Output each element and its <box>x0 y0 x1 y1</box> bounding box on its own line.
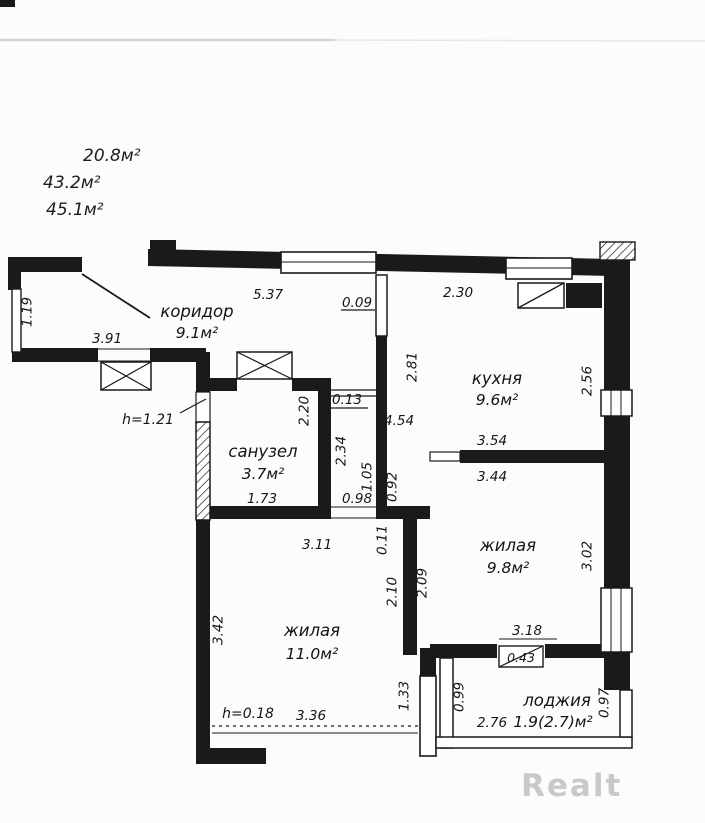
room-living-left-name: жилая <box>283 621 340 640</box>
wall-segment <box>378 506 430 519</box>
wall-bathroom-top <box>210 378 237 391</box>
dim-0-13: 0.13 <box>332 392 362 408</box>
wall-notch <box>150 240 176 251</box>
dim-2-81: 2.81 <box>405 352 421 382</box>
wall-bottom-left <box>196 748 266 764</box>
note-h-0-18: h=0.18 <box>222 706 274 722</box>
wall-thin <box>375 274 388 337</box>
dim-2-56: 2.56 <box>580 366 596 396</box>
dim-1-33: 1.33 <box>397 681 413 711</box>
note-h-1-21: h=1.21 <box>122 412 174 428</box>
dim-1-05: 1.05 <box>360 462 376 492</box>
detail-lines <box>81 261 622 734</box>
dim-0-09: 0.09 <box>342 295 372 311</box>
entry-door-swing <box>81 273 151 319</box>
dim-1-73: 1.73 <box>247 491 277 507</box>
dim-3-11: 3.11 <box>302 537 332 553</box>
room-loggia-area: 1.9(2.7)м² <box>513 713 592 731</box>
dim-2-76: 2.76 <box>477 715 507 731</box>
dim-3-91: 3.91 <box>92 331 122 347</box>
wall-segment <box>150 348 206 362</box>
wall-column <box>420 648 436 676</box>
room-kitchen-name: кухня <box>472 369 522 388</box>
dim-1-19: 1.19 <box>20 297 36 327</box>
dim-2-30: 2.30 <box>443 285 473 301</box>
room-bathroom-name: санузел <box>228 442 298 461</box>
wall-room-divider <box>403 519 417 655</box>
wall-segment <box>12 348 98 362</box>
dim-0-99: 0.99 <box>452 682 468 712</box>
door-cross <box>236 351 293 380</box>
room-living-right-area: 9.8м² <box>487 559 530 577</box>
dim-3-44: 3.44 <box>477 469 507 485</box>
wall-loggia-top <box>430 644 497 658</box>
window-right-1 <box>600 389 633 417</box>
dim-4-54: 4.54 <box>384 413 414 429</box>
room-bathroom-area: 3.7м² <box>242 465 285 483</box>
wall-left-interior <box>196 352 210 392</box>
hatched-block <box>599 241 636 261</box>
wall-loggia-top <box>545 644 604 658</box>
leader-line <box>179 398 207 414</box>
scan-streak <box>334 39 705 42</box>
loggia-right-wall <box>619 689 633 738</box>
room-living-right-name: жилая <box>479 536 536 555</box>
scan-artifacts <box>0 0 705 42</box>
wall-opening <box>195 391 211 423</box>
scan-mark <box>0 0 15 7</box>
window-right-2 <box>600 587 633 653</box>
dim-3-42: 3.42 <box>211 615 227 645</box>
room-corridor-name: коридор <box>160 302 233 321</box>
duct-diagonal <box>517 282 565 309</box>
dim-2-34: 2.34 <box>334 436 350 466</box>
wall-bathroom-right <box>318 378 331 519</box>
wall-top-exterior <box>148 249 612 276</box>
dim-0-98: 0.98 <box>342 491 372 507</box>
dim-5-37: 5.37 <box>253 287 283 303</box>
room-labels: коридор 9.1м² кухня 9.6м² санузел 3.7м² … <box>160 302 592 731</box>
wall-segment <box>8 257 21 290</box>
wall-thin <box>11 288 22 353</box>
room-living-left-area: 11.0м² <box>286 645 338 663</box>
dimension-labels: 3.91 5.37 0.09 2.30 0.13 4.54 3.54 3.44 … <box>20 285 613 731</box>
balcony-door-diagonal <box>498 645 544 668</box>
wall-center <box>376 336 387 519</box>
wall-column-outline <box>419 675 437 757</box>
summary-area-2: 43.2м² <box>43 173 101 193</box>
summary-area-3: 45.1м² <box>46 200 104 220</box>
door-cross <box>100 361 152 391</box>
dim-0-11: 0.11 <box>375 525 391 555</box>
dim-0-43: 0.43 <box>507 650 535 665</box>
dim-2-10: 2.10 <box>385 577 401 607</box>
dim-3-36: 3.36 <box>296 708 326 724</box>
wall-segment <box>566 283 602 308</box>
wall-bathroom-bottom <box>196 506 331 519</box>
dim-3-18: 3.18 <box>512 623 542 639</box>
room-corridor-area: 9.1м² <box>176 324 219 342</box>
room-loggia-name: лоджия <box>522 691 591 710</box>
loggia-parapet <box>435 736 633 749</box>
summary-area-1: 20.8м² <box>83 146 141 166</box>
walls-solid <box>8 240 630 764</box>
dim-2-09: 2.09 <box>415 568 431 598</box>
dim-0-92: 0.92 <box>385 472 401 502</box>
room-kitchen-area: 9.6м² <box>476 391 519 409</box>
wall-opening <box>429 451 461 462</box>
wall-segment <box>8 257 82 272</box>
watermark-realt-logo: Realt <box>521 768 623 804</box>
wall-left-interior <box>196 520 210 764</box>
dim-0-97: 0.97 <box>597 688 613 718</box>
wall-kitchen-bottom <box>460 450 604 463</box>
dim-3-02: 3.02 <box>580 541 596 571</box>
wall-hatched <box>195 421 211 521</box>
dim-3-54: 3.54 <box>477 433 507 449</box>
dim-2-20: 2.20 <box>297 396 313 426</box>
